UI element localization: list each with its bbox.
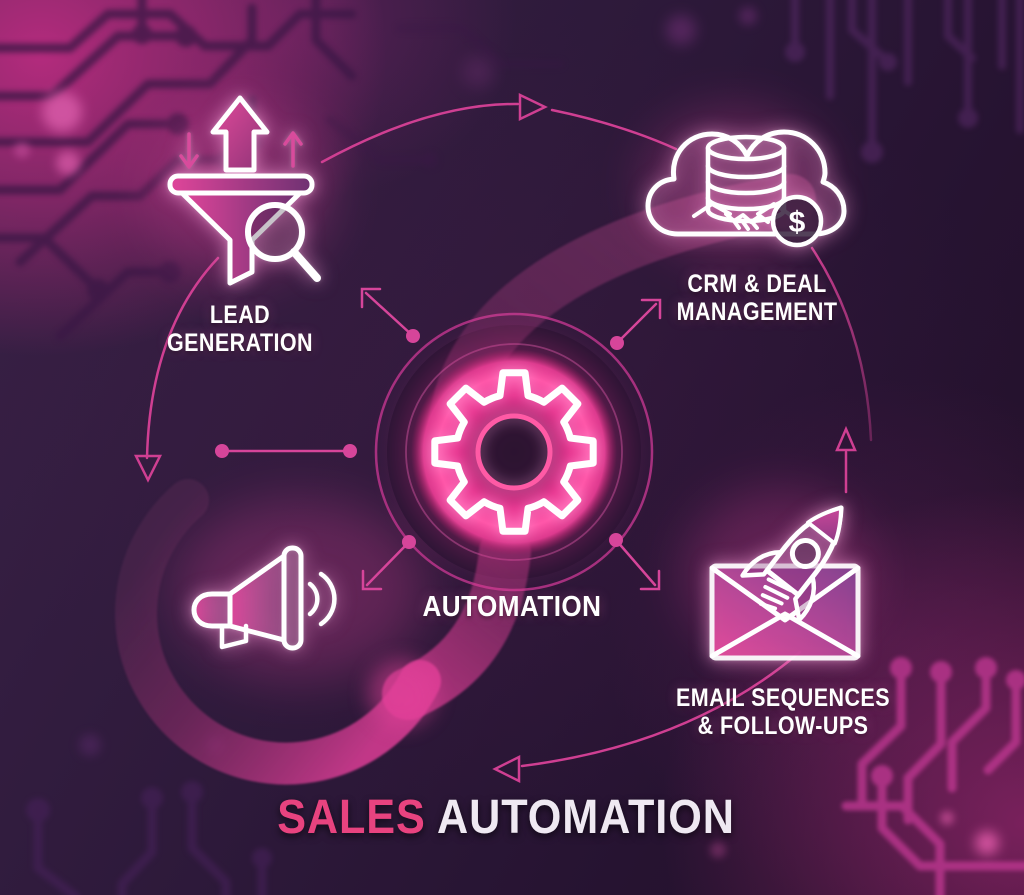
handshake (692, 202, 794, 231)
crm-line2: MANAGEMENT (676, 298, 838, 326)
magnifier-handle (290, 248, 321, 282)
swoosh-band-lower-left (115, 479, 441, 785)
title-rest: AUTOMATION (437, 791, 735, 844)
rocket-nose (805, 505, 844, 546)
sound-waves (307, 571, 337, 627)
cloud-coins-handshake-icon: $ (645, 129, 847, 248)
email-line2: & FOLLOW-UPS (697, 712, 869, 740)
megaphone-mouth (191, 591, 233, 629)
orbit-arrowhead-left-icon (492, 754, 521, 784)
connector-dots (215, 329, 624, 549)
page-title: SALES AUTOMATION (277, 790, 735, 845)
funnel-search-icon (167, 95, 321, 286)
circuit-bottom-left (26, 781, 272, 895)
lead-generation-line2: GENERATION (166, 329, 314, 357)
envelope-rocket-icon (709, 505, 861, 661)
orbit-arrowhead-down-icon (133, 454, 163, 483)
flow-arrowhead-up-icon (835, 425, 857, 452)
rocket-window (789, 538, 821, 570)
funnel-bar (167, 173, 315, 196)
crm-deal-management-label: CRM & DEAL MANAGEMENT (677, 270, 838, 326)
megaphone-icon (191, 545, 337, 651)
orbit-arrowhead-right-icon (518, 93, 548, 121)
orbit-arc-top-tail (550, 108, 678, 151)
rocket-exhaust (758, 577, 793, 611)
megaphone-handle (219, 623, 249, 650)
orbit-arc-bottom (520, 650, 802, 768)
envelope-flap-lines (709, 565, 861, 659)
lead-generation-label: LEAD GENERATION (167, 301, 313, 357)
circuit-top-left (0, 0, 565, 341)
lead-generation-line1: LEAD (209, 301, 271, 329)
up-arrow-shape (210, 95, 270, 173)
circuit-top-right (785, 0, 1024, 163)
rocket (740, 505, 844, 623)
crm-line1: CRM & DEAL (687, 270, 827, 298)
title-accent: SALES (277, 791, 426, 844)
orbit-arc-right-fading (810, 246, 873, 442)
automation-hub-label: AUTOMATION (423, 591, 602, 623)
automation-hub-label-text: AUTOMATION (422, 591, 602, 623)
gear-icon (431, 369, 597, 535)
megaphone-cone (227, 553, 287, 643)
email-sequences-label: EMAIL SEQUENCES & FOLLOW-UPS (676, 684, 890, 740)
dollar-sign: $ (789, 206, 806, 239)
funnel-body (179, 190, 303, 286)
orbit-arc-left (145, 256, 220, 460)
rocket-fin-left (740, 550, 784, 578)
rocket-fin-right (793, 574, 817, 623)
email-line1: EMAIL SEQUENCES (676, 684, 890, 712)
small-arrows (179, 131, 303, 169)
megaphone-opening (281, 545, 304, 651)
hub-connectors (215, 287, 662, 591)
magnifier-lens (245, 202, 305, 262)
orbit-arcs (133, 93, 873, 784)
circuit-bottom-right (841, 657, 1024, 895)
bokeh-dots (14, 7, 999, 858)
hub (402, 340, 626, 564)
orbit-arc-top (320, 102, 520, 164)
dollar-coin (770, 194, 824, 248)
